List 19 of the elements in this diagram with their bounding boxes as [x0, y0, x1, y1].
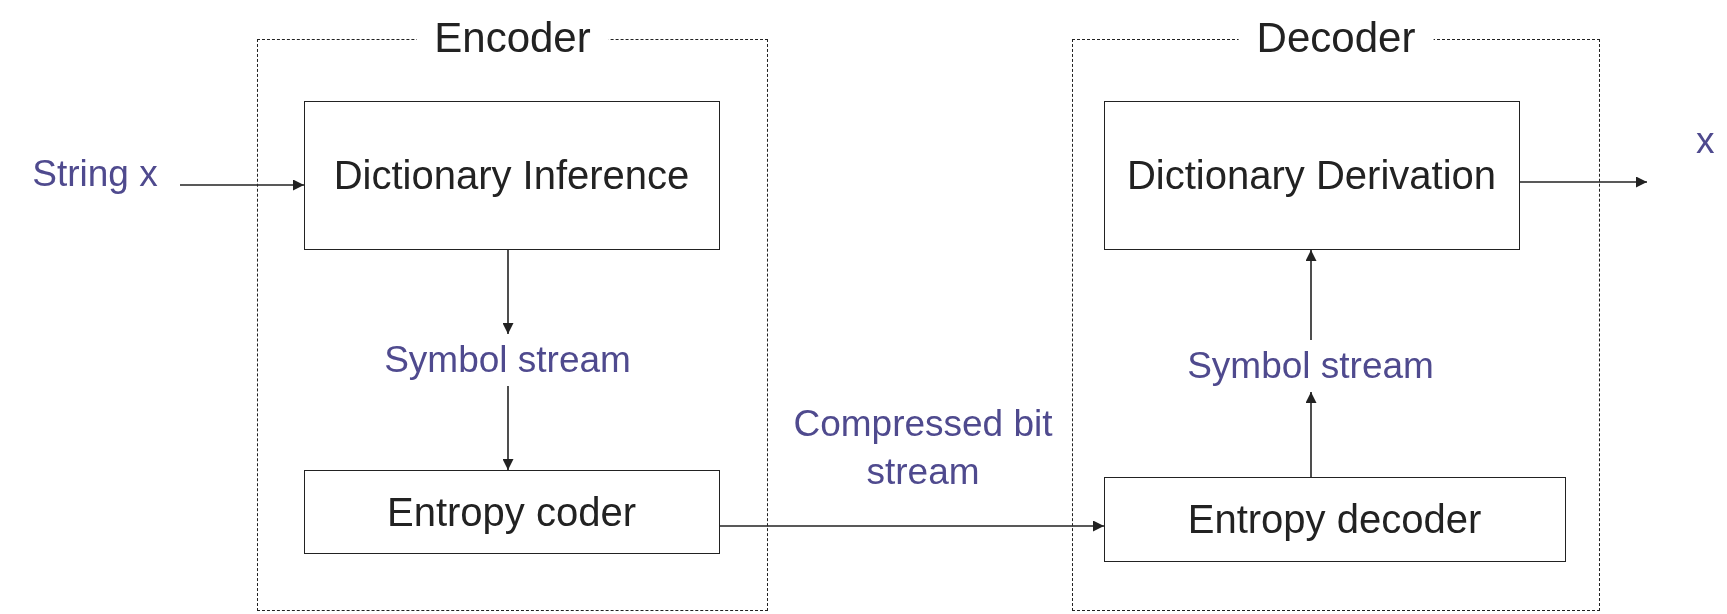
- signal-label: Symbol stream: [384, 338, 631, 381]
- process-box: [303, 100, 720, 250]
- signal-label: String x: [32, 153, 158, 195]
- arrow: [1305, 249, 1317, 341]
- arrow: [502, 249, 514, 335]
- arrow: [179, 179, 305, 191]
- arrow: [502, 385, 514, 471]
- output-label: x: [1696, 120, 1715, 162]
- process-box: [1103, 476, 1566, 562]
- arrow: [719, 520, 1105, 532]
- arrow: [1519, 176, 1648, 188]
- box-label: Dictionary Derivation: [1126, 152, 1497, 199]
- box-label: Entropy coder: [386, 488, 637, 536]
- process-box: [1103, 100, 1520, 250]
- arrow: [1305, 391, 1317, 478]
- box-label: Entropy decoder: [1186, 496, 1483, 543]
- signal-label: Symbol stream: [1187, 344, 1434, 387]
- process-box: [303, 469, 720, 554]
- box-label: Dictionary Inference: [332, 152, 691, 199]
